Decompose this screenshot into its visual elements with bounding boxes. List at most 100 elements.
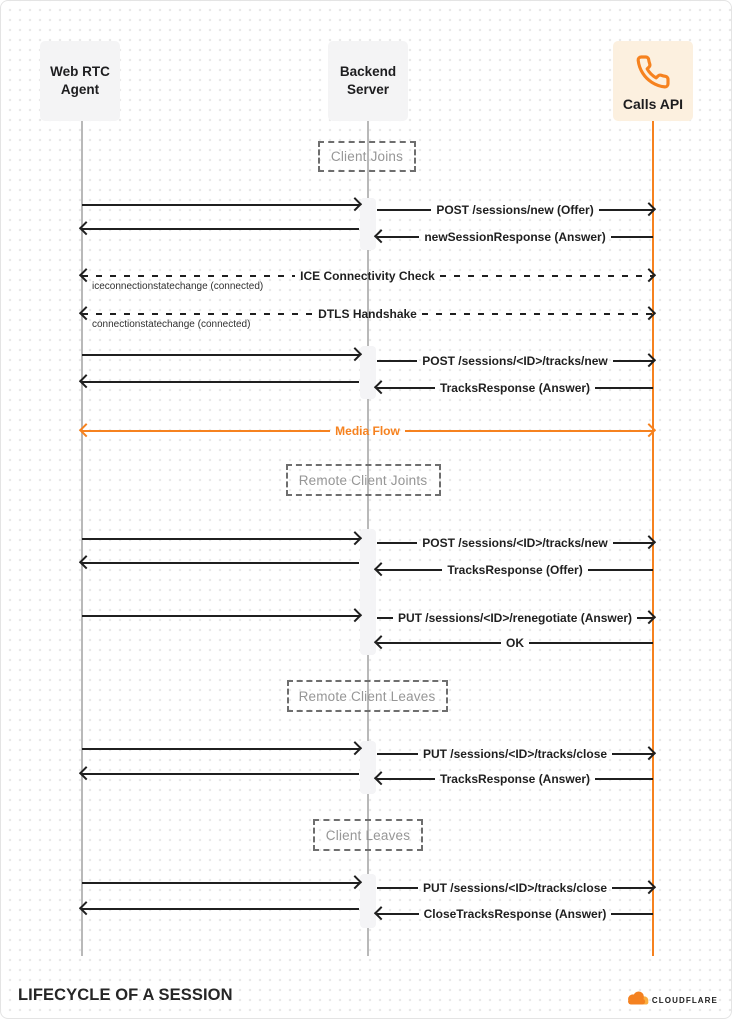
message-label: newSessionResponse (Answer) [424,230,606,244]
activation-bar [360,741,376,794]
event-label: iceconnectionstatechange (connected) [92,281,264,292]
arrow-shaft [377,235,420,239]
message-arrow: PUT /sessions/<ID>/renegotiate (Answer) [377,610,657,626]
activation-bar [360,874,376,928]
message-label: TracksResponse (Answer) [439,772,591,786]
message-arrow [82,875,363,891]
arrow-shaft [612,541,654,545]
arrowhead-left-icon [373,635,389,650]
arrow-shaft [587,568,654,572]
arrowhead-left-icon [78,423,94,438]
arrow-shaft [439,274,654,278]
arrow-shaft [612,886,654,890]
arrowhead-left-icon [78,555,94,570]
arrow-shaft [598,208,653,212]
arrow-shaft [377,208,432,212]
activation-bar [360,529,376,655]
arrow-shaft [82,353,359,357]
arrow-shaft [82,614,359,618]
message-label: PUT /sessions/<ID>/tracks/close [422,881,608,895]
arrow-shaft [377,641,501,645]
arrowhead-left-icon [78,766,94,781]
message-arrow: TracksResponse (Answer) [373,771,653,787]
arrow-shaft [377,616,393,620]
actor-label: Calls API [622,96,684,113]
message-label: POST /sessions/<ID>/tracks/new [422,536,608,550]
arrow-shaft [377,752,418,756]
message-arrow: Media Flow [78,423,657,439]
arrow-shaft [377,568,443,572]
message-arrow: newSessionResponse (Answer) [373,229,654,245]
arrow-shaft [377,912,419,916]
arrow-shaft [529,641,653,645]
arrow-shaft [82,747,359,751]
phase-label: Remote Client Joints [298,472,428,488]
arrowhead-left-icon [78,901,94,916]
arrow-shaft [377,886,418,890]
message-label: TracksResponse (Answer) [439,381,591,395]
arrowhead-left-icon [373,906,389,921]
arrow-shaft [82,203,359,207]
message-label: OK [506,636,524,650]
lifeline-calls-api [651,121,655,956]
arrowhead-left-icon [373,229,389,244]
message-arrow: POST /sessions/<ID>/tracks/new [377,353,657,369]
cloudflare-brand: CLOUDFLARE [624,989,718,1012]
message-arrow: POST /sessions/new (Offer) [377,202,657,218]
message-arrow: TracksResponse (Offer) [373,562,654,578]
message-arrow [78,766,359,782]
phase-box: Client Leaves [313,819,423,851]
actor-calls-api: Calls API [613,41,693,121]
arrow-shaft [82,429,331,433]
phase-box: Remote Client Joints [285,464,441,496]
arrowhead-left-icon [78,221,94,236]
message-arrow [82,197,363,213]
activation-bar [360,346,376,399]
arrow-shaft [82,537,359,541]
message-arrow [82,741,363,757]
message-label: PUT /sessions/<ID>/tracks/close [422,747,608,761]
arrow-shaft [377,359,418,363]
arrow-shaft [82,907,359,911]
message-arrow: CloseTracksResponse (Answer) [373,906,653,922]
arrowhead-left-icon [373,562,389,577]
arrow-shaft [612,752,654,756]
message-arrow: OK [373,635,653,651]
arrowhead-left-icon [373,771,389,786]
cloudflare-cloud-icon [624,989,650,1012]
message-label: DTLS Handshake [318,307,417,321]
arrow-shaft [82,312,314,316]
actor-backend-server: Backend Server [328,41,408,121]
message-arrow [78,901,359,917]
arrow-shaft [595,777,653,781]
arrow-shaft [82,772,359,776]
arrow-shaft [421,312,654,316]
actor-label: Backend Server [339,63,397,97]
message-arrow [78,555,359,571]
arrow-shaft [611,912,653,916]
phase-label: Client Leaves [325,827,411,843]
activation-bar [360,198,376,250]
arrowhead-left-icon [78,374,94,389]
event-label: connectionstatechange (connected) [92,319,251,330]
phase-label: Client Joins [330,149,404,164]
arrow-shaft [612,359,654,363]
cloudflare-wordmark: CLOUDFLARE [651,996,718,1005]
arrow-shaft [377,777,435,781]
phase-label: Remote Client Leaves [298,688,436,704]
message-label: POST /sessions/new (Offer) [436,203,594,217]
arrow-shaft [82,561,359,565]
arrow-shaft [610,235,654,239]
message-arrow: TracksResponse (Answer) [373,380,653,396]
message-arrow: DTLS Handshake connectionstatechange (con… [78,306,657,330]
message-arrow: POST /sessions/<ID>/tracks/new [377,535,657,551]
message-label: POST /sessions/<ID>/tracks/new [422,354,608,368]
arrow-shaft [82,274,296,278]
message-arrow [82,608,363,624]
message-label: TracksResponse (Offer) [447,563,583,577]
arrowhead-left-icon [78,306,94,321]
arrow-shaft [82,227,359,231]
actor-webrtc-agent: Web RTC Agent [40,41,120,121]
message-arrow [78,374,359,390]
